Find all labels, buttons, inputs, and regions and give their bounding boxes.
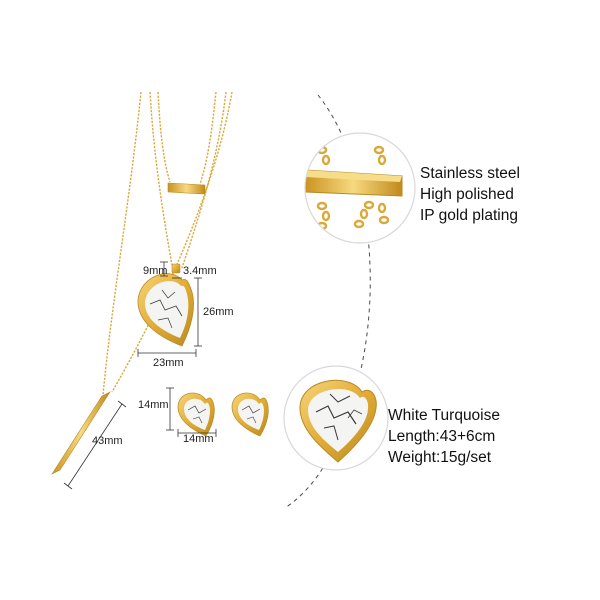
earring-width-label: 14mm: [183, 433, 214, 445]
clasp-width-label: 9mm: [143, 265, 168, 277]
material-line: High polished: [420, 186, 514, 203]
heart-height-label: 26mm: [203, 306, 234, 318]
chain-long: [102, 91, 233, 396]
pendant-spec: White Turquoise Length:43+6cm Weight:15g…: [388, 405, 500, 468]
material-line: Stainless steel: [420, 165, 520, 182]
material-line: IP gold plating: [420, 207, 518, 224]
pendant-line: Weight:15g/set: [388, 449, 492, 466]
zoom-circle-heart: [283, 365, 389, 471]
bar-length-label: 43mm: [92, 435, 123, 447]
long-bar-pendant: [51, 391, 111, 475]
pendant-line: Length:43+6cm: [388, 428, 496, 445]
earring-height-label: 14mm: [138, 399, 169, 411]
earring-right: [231, 392, 269, 437]
clasp-height-label: 3.4mm: [183, 265, 217, 277]
heart-pendant: [137, 263, 194, 347]
material-spec: Stainless steel High polished IP gold pl…: [420, 163, 520, 226]
short-bar-pendant: [167, 182, 206, 195]
chain-short: [157, 91, 217, 185]
heart-width-label: 23mm: [153, 357, 184, 369]
dimension-lines: [63, 261, 217, 490]
pendant-line: White Turquoise: [388, 407, 500, 424]
earring-left: [177, 392, 215, 437]
zoom-circle-bar: [304, 132, 416, 244]
chain-middle: [149, 91, 227, 269]
